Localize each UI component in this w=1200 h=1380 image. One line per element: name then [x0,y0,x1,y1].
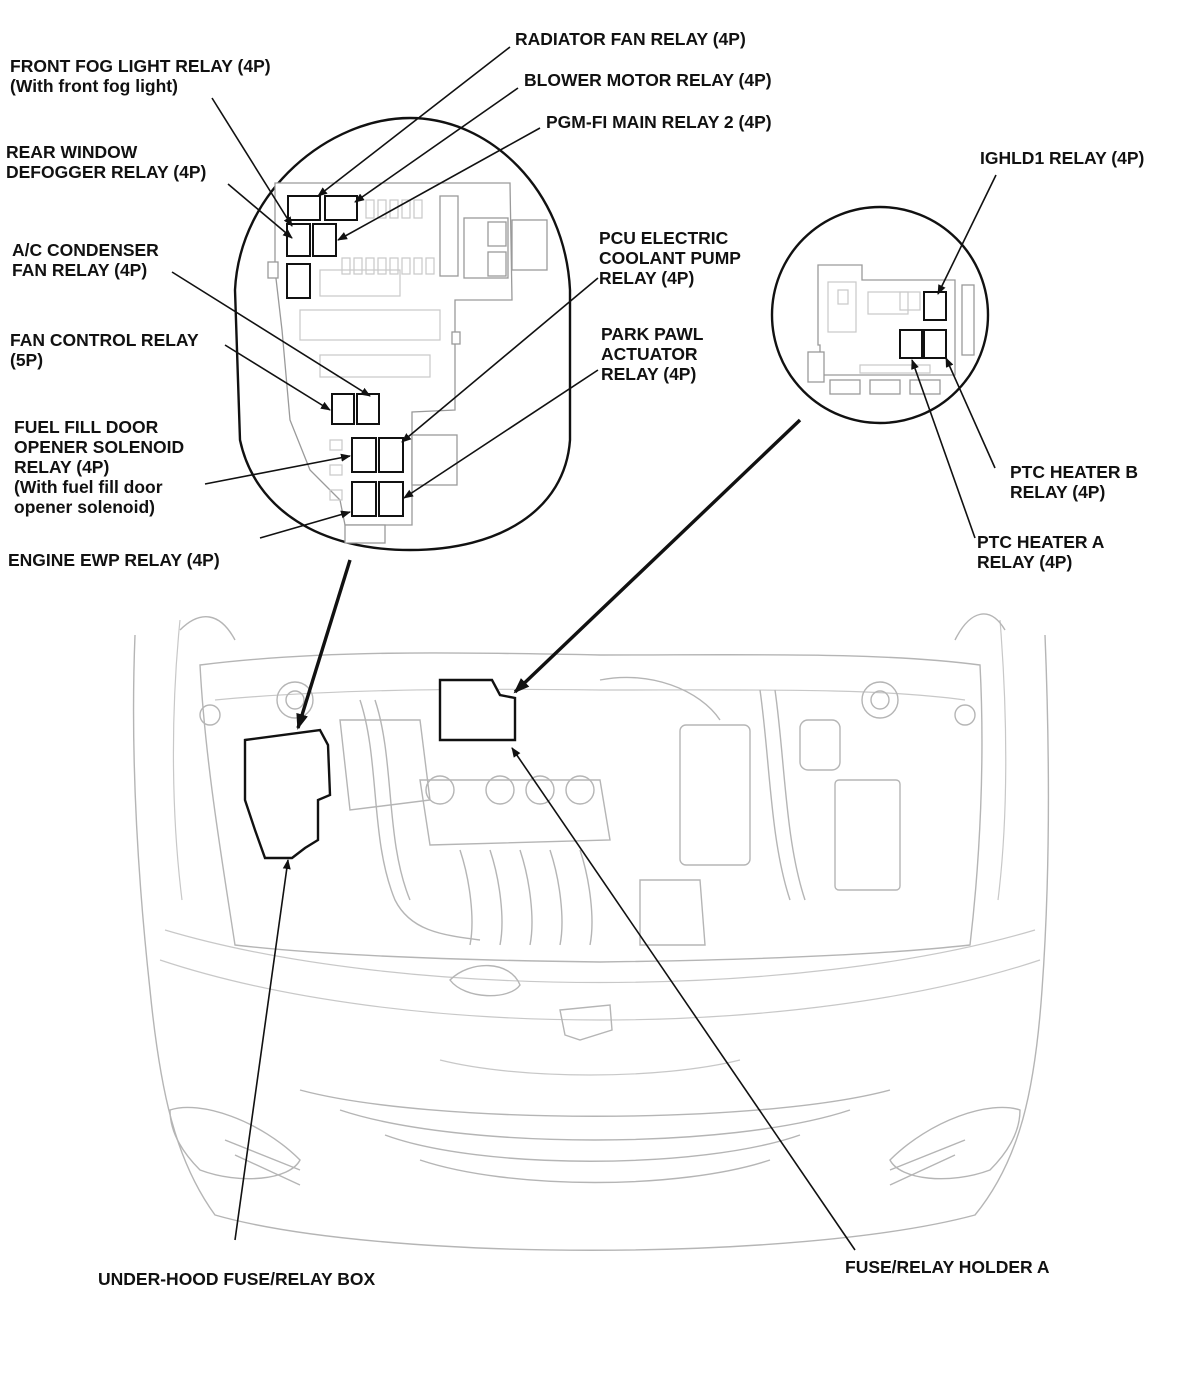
leader-lines [171,46,997,1251]
label-park-pawl-actuator-relay: PARK PAWL ACTUATOR RELAY (4P) [601,324,708,384]
label-rear-window-defogger-relay: REAR WINDOW DEFOGGER RELAY (4P) [6,142,206,182]
label-blower-motor-relay: BLOWER MOTOR RELAY (4P) [524,70,772,90]
fuse-relay-holder-a-detail-view [770,205,990,425]
callout-labels: RADIATOR FAN RELAY (4P) BLOWER MOTOR REL… [6,29,1144,1289]
label-ptc-heater-b-relay: PTC HEATER B RELAY (4P) [1010,462,1143,502]
ptc-heater-b-relay-slot [923,329,947,359]
label-pgm-fi-main-relay-2: PGM-FI MAIN RELAY 2 (4P) [546,112,772,132]
fuse-relay-holder-a-outline [438,678,517,742]
label-engine-ewp-relay: ENGINE EWP RELAY (4P) [8,550,220,570]
label-ighld1-relay: IGHLD1 RELAY (4P) [980,148,1144,168]
label-fuse-relay-holder-a: FUSE/RELAY HOLDER A [845,1257,1050,1277]
pgm-fi-main-relay-2-slot [312,223,337,257]
under-hood-box-detail-view [233,116,572,552]
label-under-hood-fuse-relay-box: UNDER-HOOD FUSE/RELAY BOX [98,1269,375,1289]
pcu-electric-coolant-pump-relay-slot [378,437,404,473]
label-pcu-electric-coolant-pump-relay: PCU ELECTRIC COOLANT PUMP RELAY (4P) [599,228,746,288]
ac-condenser-fan-relay-slot [286,263,311,299]
under-hood-fuse-relay-box-outline [243,728,332,860]
label-ptc-heater-a-relay: PTC HEATER A RELAY (4P) [977,532,1109,572]
label-fan-control-relay: FAN CONTROL RELAY (5P) [10,330,203,370]
engine-ewp-relay-slot [351,481,377,517]
blower-motor-relay-slot [324,195,358,221]
vehicle-front-illustration [132,613,1050,1251]
label-ac-condenser-fan-relay: A/C CONDENSER FAN RELAY (4P) [12,240,164,280]
radiator-fan-relay-slot [287,195,321,221]
fan-control-relay-slot-b [356,393,380,425]
ighld1-relay-slot [923,291,947,321]
label-radiator-fan-relay: RADIATOR FAN RELAY (4P) [515,29,746,49]
label-fuel-fill-door-relay: FUEL FILL DOOR OPENER SOLENOID RELAY (4P… [14,417,189,517]
park-pawl-actuator-relay-slot [378,481,404,517]
label-front-fog-light-relay: FRONT FOG LIGHT RELAY (4P) (With front f… [10,56,275,96]
ptc-heater-a-relay-slot [899,329,923,359]
fan-control-relay-slot-a [331,393,355,425]
fuel-fill-door-relay-slot [351,437,377,473]
rear-window-defogger-relay-slot [286,223,311,257]
